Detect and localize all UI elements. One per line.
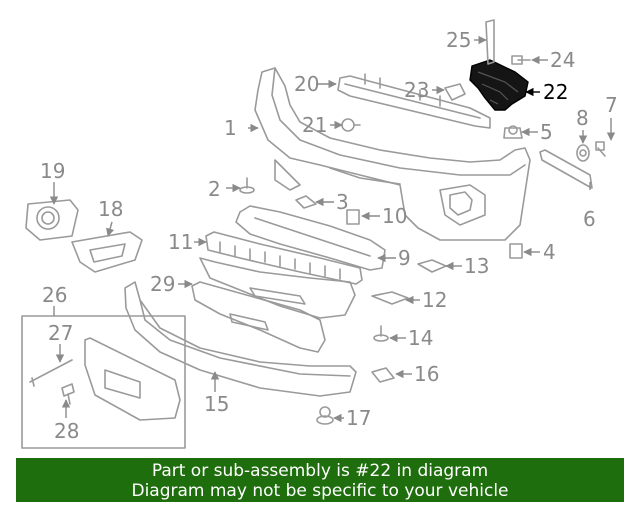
bracket-part-25 xyxy=(485,19,495,65)
callout-4: 4 xyxy=(543,240,556,264)
callout-26: 26 xyxy=(42,283,67,307)
callout-28: 28 xyxy=(54,419,79,443)
callout-16: 16 xyxy=(414,362,439,386)
callout-12: 12 xyxy=(422,288,447,312)
skid-plate-part-29 xyxy=(191,281,326,353)
callout-22: 22 xyxy=(543,80,568,104)
fog-lamp-part-18 xyxy=(71,231,143,273)
callout-8: 8 xyxy=(576,106,589,130)
screw-part-27 xyxy=(29,359,73,387)
reinforcement-part-20 xyxy=(337,73,491,129)
callout-18: 18 xyxy=(98,197,123,221)
callout-17: 17 xyxy=(346,406,371,430)
trim-part-6 xyxy=(539,149,593,189)
callout-10: 10 xyxy=(382,204,407,228)
callout-1: 1 xyxy=(224,116,237,140)
parts-diagram: 1 2 3 4 5 6 7 8 9 10 11 12 13 14 15 16 1… xyxy=(21,19,618,449)
bolt-part-24 xyxy=(511,55,531,65)
screw-part-2 xyxy=(239,177,255,194)
callout-24: 24 xyxy=(550,48,575,72)
callout-15: 15 xyxy=(204,392,229,416)
callout-19: 19 xyxy=(40,159,65,183)
callout-27: 27 xyxy=(48,321,73,345)
screw-part-28 xyxy=(61,383,75,405)
callout-11: 11 xyxy=(168,230,193,254)
callout-20: 20 xyxy=(294,72,319,96)
clip-part-3 xyxy=(295,195,317,209)
callout-25: 25 xyxy=(446,28,471,52)
nut-part-5 xyxy=(503,125,523,139)
clip-part-16 xyxy=(371,367,395,383)
absorber-part-9 xyxy=(235,205,386,271)
callout-29: 29 xyxy=(150,272,175,296)
nut-part-8 xyxy=(576,144,590,162)
spoiler-part-15 xyxy=(124,281,357,397)
bumper-cover-part-1 xyxy=(254,67,531,241)
clip-part-4 xyxy=(509,243,523,259)
screw-part-7 xyxy=(595,141,606,157)
license-bracket-group-26 xyxy=(21,315,186,449)
screw-part-14 xyxy=(373,325,389,342)
callout-23: 23 xyxy=(404,78,429,102)
callout-labels: 1 2 3 4 5 6 7 8 9 10 11 12 13 14 15 16 1… xyxy=(40,28,618,443)
bolt-part-21 xyxy=(341,118,361,132)
lower-valance xyxy=(199,257,356,319)
bracket-part-22 xyxy=(469,59,529,111)
bracket-part-13 xyxy=(417,259,447,273)
grille-part-11 xyxy=(205,231,363,285)
callout-21: 21 xyxy=(302,113,327,137)
bracket-part-12 xyxy=(371,291,409,305)
callout-7: 7 xyxy=(605,93,618,117)
disclaimer-banner: Part or sub-assembly is #22 in diagram D… xyxy=(16,458,624,502)
bezel-part-19 xyxy=(25,199,79,241)
clip-part-10 xyxy=(346,209,360,225)
callout-5: 5 xyxy=(540,120,553,144)
banner-line-2: Diagram may not be specific to your vehi… xyxy=(131,481,509,501)
leader-lines xyxy=(49,35,616,423)
callout-13: 13 xyxy=(464,254,489,278)
banner-line-1: Part or sub-assembly is #22 in diagram xyxy=(151,461,489,481)
callout-2: 2 xyxy=(208,177,221,201)
callout-3: 3 xyxy=(336,190,349,214)
callout-14: 14 xyxy=(408,326,433,350)
callout-6: 6 xyxy=(583,207,596,231)
callout-9: 9 xyxy=(398,246,411,270)
clip-part-23 xyxy=(444,83,466,101)
fastener-part-17 xyxy=(316,406,334,425)
